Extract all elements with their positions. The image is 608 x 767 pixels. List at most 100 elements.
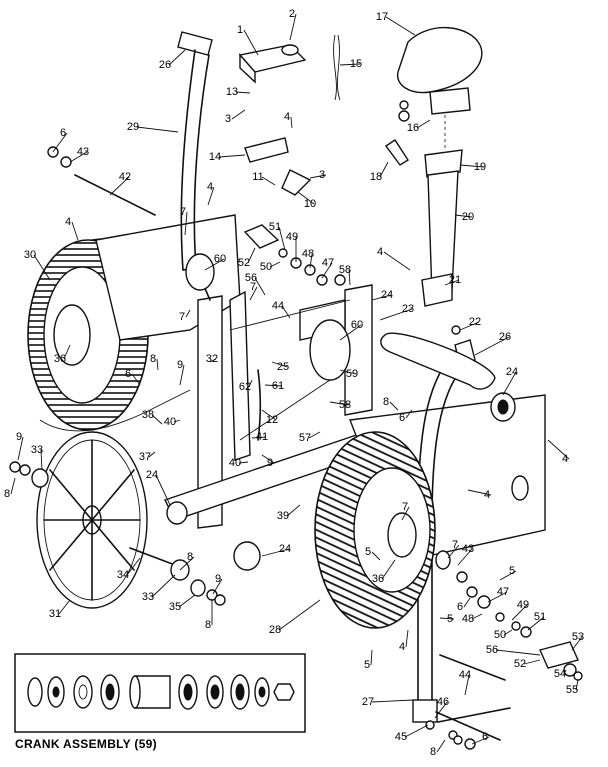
callout-label-51: 51 bbox=[269, 221, 281, 233]
callout-leader-7 bbox=[401, 506, 410, 521]
callout-label-4: 4 bbox=[484, 489, 490, 501]
callout-label-2: 2 bbox=[289, 8, 295, 20]
callout-leader-30 bbox=[33, 254, 51, 281]
callout-leader-6 bbox=[405, 409, 413, 419]
callout-label-3: 3 bbox=[319, 169, 325, 181]
rear-axle-rod bbox=[74, 174, 156, 216]
callout-label-58: 58 bbox=[339, 399, 351, 411]
callout-label-51: 51 bbox=[534, 611, 546, 623]
callout-leader-4 bbox=[290, 116, 293, 129]
callout-leader-5 bbox=[499, 570, 517, 581]
callout-leader-24 bbox=[371, 294, 392, 301]
callout-label-37: 37 bbox=[139, 451, 151, 463]
callout-label-52: 52 bbox=[514, 658, 526, 670]
callout-leader-46 bbox=[434, 701, 448, 719]
callout-label-61: 61 bbox=[272, 380, 284, 392]
callout-leader-31 bbox=[58, 599, 71, 615]
callout-leader-16 bbox=[416, 119, 431, 129]
callout-leader-9 bbox=[212, 578, 223, 595]
crank-assembly-caption: CRANK ASSEMBLY (59) bbox=[15, 737, 157, 751]
callout-label-22: 22 bbox=[469, 316, 481, 328]
callout-label-44: 44 bbox=[272, 300, 284, 312]
callout-label-4: 4 bbox=[562, 453, 568, 465]
callout-label-13: 13 bbox=[226, 86, 238, 98]
callout-leader-47 bbox=[321, 262, 333, 279]
callout-label-49: 49 bbox=[517, 599, 529, 611]
callout-leader-7 bbox=[249, 286, 258, 301]
callout-label-59: 59 bbox=[346, 368, 358, 380]
callout-label-43: 43 bbox=[462, 543, 474, 555]
callout-label-30: 30 bbox=[24, 249, 36, 261]
callout-label-52: 52 bbox=[238, 257, 250, 269]
callout-label-50: 50 bbox=[260, 261, 272, 273]
callout-label-21: 21 bbox=[449, 274, 461, 286]
callout-label-4: 4 bbox=[399, 641, 405, 653]
callout-label-16: 16 bbox=[407, 122, 419, 134]
callout-label-4: 4 bbox=[65, 216, 71, 228]
callout-leader-10 bbox=[297, 191, 315, 205]
callout-leader-7 bbox=[447, 544, 460, 559]
callout-leader-4 bbox=[207, 186, 215, 206]
callout-label-5: 5 bbox=[447, 613, 453, 625]
callout-label-48: 48 bbox=[302, 248, 314, 260]
callout-label-7: 7 bbox=[402, 501, 408, 513]
callout-label-18: 18 bbox=[370, 171, 382, 183]
callout-leader-51 bbox=[278, 226, 286, 251]
callout-label-9: 9 bbox=[267, 457, 273, 469]
callout-leader-56 bbox=[254, 277, 266, 296]
callout-label-23: 23 bbox=[402, 303, 414, 315]
callout-label-58: 58 bbox=[339, 264, 351, 276]
callout-label-19: 19 bbox=[474, 161, 486, 173]
callout-label-10: 10 bbox=[304, 198, 316, 210]
callout-leader-6 bbox=[52, 132, 68, 153]
callout-leader-43 bbox=[69, 151, 88, 163]
callout-label-24: 24 bbox=[146, 469, 158, 481]
callout-leader-41 bbox=[251, 436, 267, 439]
callout-leader-18 bbox=[379, 161, 389, 178]
callout-leader-12 bbox=[261, 409, 277, 421]
callout-leader-58 bbox=[348, 269, 351, 286]
callout-label-62: 62 bbox=[239, 381, 251, 393]
callout-leader-35 bbox=[178, 594, 196, 608]
callout-label-47: 47 bbox=[497, 586, 509, 598]
callout-label-9: 9 bbox=[177, 359, 183, 371]
callout-label-11: 11 bbox=[252, 171, 263, 183]
callout-label-56: 56 bbox=[245, 272, 257, 284]
callout-label-6: 6 bbox=[399, 412, 405, 424]
callout-label-6: 6 bbox=[482, 731, 488, 743]
callout-label-60: 60 bbox=[351, 319, 363, 331]
callout-label-46: 46 bbox=[437, 696, 449, 708]
callout-leader-51 bbox=[527, 616, 545, 631]
callout-label-55: 55 bbox=[566, 684, 578, 696]
callout-label-53: 53 bbox=[572, 631, 584, 643]
callout-label-40: 40 bbox=[164, 416, 176, 428]
callout-leader-34 bbox=[126, 557, 141, 576]
hardware bbox=[9, 100, 583, 750]
callout-label-7: 7 bbox=[250, 281, 256, 293]
callout-leader-3 bbox=[309, 174, 327, 179]
callout-label-54: 54 bbox=[554, 668, 566, 680]
callout-leader-7 bbox=[184, 211, 188, 236]
callout-leader-48 bbox=[309, 253, 313, 269]
console bbox=[238, 34, 341, 101]
callout-label-50: 50 bbox=[494, 629, 506, 641]
callout-label-35: 35 bbox=[169, 601, 181, 613]
callout-leader-1 bbox=[243, 29, 259, 56]
callout-leader-58 bbox=[329, 401, 350, 406]
callout-leader-39 bbox=[286, 504, 301, 517]
callout-leader-36 bbox=[63, 344, 71, 360]
callout-leader-44 bbox=[464, 674, 470, 696]
callout-leader-27 bbox=[371, 699, 414, 703]
callout-leader-4 bbox=[383, 251, 411, 271]
callout-leader-44 bbox=[281, 305, 291, 319]
callout-label-29: 29 bbox=[127, 121, 139, 133]
callout-leader-22 bbox=[459, 321, 480, 331]
callout-leader-25 bbox=[271, 361, 288, 368]
callout-leader-40 bbox=[173, 419, 181, 423]
callout-label-6: 6 bbox=[60, 127, 66, 139]
callout-leader-4 bbox=[71, 221, 79, 241]
callout-leader-5 bbox=[371, 551, 381, 561]
callout-label-8: 8 bbox=[4, 488, 10, 500]
seat-assembly bbox=[396, 27, 483, 307]
callout-label-32: 32 bbox=[206, 353, 218, 365]
